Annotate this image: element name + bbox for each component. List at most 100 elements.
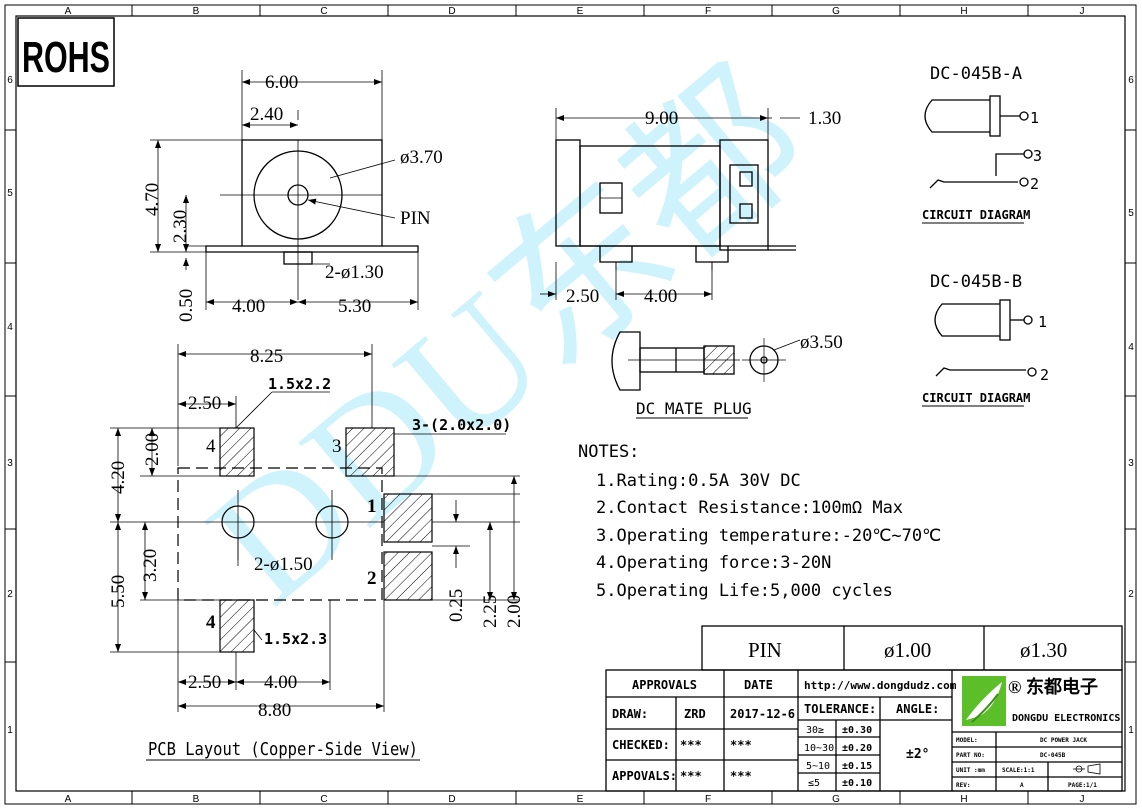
pad-size-label: 1.5x2.3 <box>264 630 327 648</box>
circuit-b-title: DC-045B-B <box>930 272 1022 292</box>
dim-label: ø3.70 <box>400 147 443 168</box>
dim-label: 0.25 <box>446 589 467 622</box>
tb-rev-value: A <box>1020 782 1024 789</box>
col-label-bottom: A <box>65 794 72 805</box>
pad-number: 4 <box>206 436 216 457</box>
tb-tolerance: TOLERANCE: <box>804 702 876 716</box>
sheet-border <box>4 4 1137 805</box>
notes-heading: NOTES: <box>578 442 639 462</box>
tb-checked-date: *** <box>730 738 752 752</box>
row-label-left: 3 <box>7 458 13 469</box>
tb-registered: ® <box>1008 677 1021 697</box>
tb-draw-date: 2017-12-6 <box>730 707 795 721</box>
circuit-b-pin: 2 <box>1040 366 1049 384</box>
watermark: DDU东都 <box>175 39 838 638</box>
pin-table-cell: ø1.00 <box>884 638 931 662</box>
row-label-left: 4 <box>7 322 13 333</box>
dim-label: 2.00 <box>142 433 163 466</box>
row-label-left: 6 <box>7 75 13 86</box>
note-item: 4.Operating force:3-20N <box>596 553 831 573</box>
row-label-left: 1 <box>7 725 13 736</box>
tb-model-value: DC POWER JACK <box>1040 737 1087 744</box>
row-label-right: 2 <box>1128 589 1134 600</box>
row-label-right: 4 <box>1128 342 1134 353</box>
col-label-bottom: G <box>832 794 840 805</box>
circuit-b <box>934 299 1037 377</box>
circuit-a-title: DC-045B-A <box>930 64 1022 84</box>
tb-tol-range: 30≥ <box>806 725 824 736</box>
col-label-top: G <box>832 6 840 17</box>
dim-label: 4.00 <box>644 286 677 307</box>
col-label-bottom: J <box>1080 794 1085 805</box>
dim-label: 9.00 <box>645 108 678 129</box>
grid-labels: A B C D E F G H J A B C D E F G H J 6 5 … <box>7 6 1134 805</box>
pin-table-header: PIN <box>748 638 782 662</box>
circuit-a-pin: 3 <box>1033 147 1042 165</box>
tb-tol-range: 5~10 <box>806 761 830 772</box>
dim-label: 0.50 <box>176 289 197 322</box>
tb-rev-label: REV: <box>956 782 970 789</box>
plug-title: DC MATE PLUG <box>636 399 752 418</box>
dim-label: 5.50 <box>108 575 129 608</box>
tb-tol-range: ≤5 <box>808 778 820 789</box>
tb-approvals: APPROVALS <box>632 678 697 692</box>
note-item: 1.Rating:0.5A 30V DC <box>596 471 801 491</box>
tb-tol-value: ±0.20 <box>842 743 872 754</box>
dim-label: 2.50 <box>188 672 221 693</box>
side-view-dimensions: 9.00 1.30 2.50 4.00 <box>566 108 841 307</box>
col-label-bottom: H <box>960 794 967 805</box>
col-label-bottom: B <box>193 794 200 805</box>
tb-tol-range: 10~30 <box>804 743 834 754</box>
circuit-a-caption: CIRCUIT DIAGRAM <box>922 208 1030 222</box>
rohs-text: ROHS <box>22 33 110 82</box>
circuit-b-pin: 1 <box>1038 313 1047 331</box>
tb-company-en: DONGDU ELECTRONICS <box>1012 713 1120 724</box>
col-label-bottom: E <box>577 794 584 805</box>
note-item: 5.Operating Life:5,000 cycles <box>596 581 893 601</box>
pad-number: 4 <box>206 612 216 633</box>
mate-plug <box>611 331 801 391</box>
dim-label: 8.25 <box>250 346 283 367</box>
dim-label: 4.00 <box>264 672 297 693</box>
tb-partno-value: DC-045B <box>1040 752 1066 759</box>
circuit-a-pin: 2 <box>1030 175 1039 193</box>
dim-label: 1.30 <box>808 108 841 129</box>
dim-label: 2.40 <box>250 104 283 125</box>
pcb-dimensions: 8.25 2.50 1.5x2.2 3-(2.0x2.0) 1.5x2.3 4.… <box>108 346 525 721</box>
dim-label: 5.30 <box>338 296 371 317</box>
tb-checked-label: CHECKED: <box>612 738 670 752</box>
col-label-top: F <box>705 6 711 17</box>
tb-partno-label: PART NO: <box>956 752 985 759</box>
top-view-dimensions: 6.00 2.40 ø3.70 PIN 2-ø1.30 4.00 5.30 4.… <box>142 72 443 322</box>
col-label-top: E <box>577 6 584 17</box>
col-label-bottom: C <box>320 794 327 805</box>
tb-appovals-name: *** <box>680 769 702 783</box>
pad-size-label: 1.5x2.2 <box>268 375 331 393</box>
plug-diameter: ø3.50 <box>800 332 843 353</box>
tb-unit: UNIT :mm <box>956 767 985 774</box>
dim-label: 2-ø1.30 <box>325 262 384 283</box>
pcb-caption: PCB Layout (Copper-Side View) <box>148 739 418 760</box>
tb-page: PAGE:1/1 <box>1068 782 1097 789</box>
dim-label: 4.20 <box>108 461 129 494</box>
dim-label: 4.00 <box>232 296 265 317</box>
dim-label: 2.50 <box>188 393 221 414</box>
col-label-top: J <box>1080 6 1085 17</box>
col-label-top: D <box>448 6 455 17</box>
company-logo-icon <box>962 676 1006 726</box>
col-label-bottom: F <box>705 794 711 805</box>
tb-draw-label: DRAW: <box>612 707 648 721</box>
pin-table-cell: ø1.30 <box>1020 638 1067 662</box>
tb-angle: ANGLE: <box>896 702 939 716</box>
tb-company-cn: 东都电子 <box>1026 676 1098 697</box>
top-view <box>150 70 419 310</box>
dim-label: 6.00 <box>265 72 298 93</box>
row-label-right: 3 <box>1128 458 1134 469</box>
tb-draw-name: ZRD <box>684 707 706 721</box>
tb-model-label: MODEL: <box>956 737 978 744</box>
tb-appovals-date: *** <box>730 769 752 783</box>
circuit-a-pin: 1 <box>1030 109 1039 127</box>
notes: NOTES: 1.Rating:0.5A 30V DC 2.Contact Re… <box>578 442 941 601</box>
pcb-layout <box>110 344 520 712</box>
